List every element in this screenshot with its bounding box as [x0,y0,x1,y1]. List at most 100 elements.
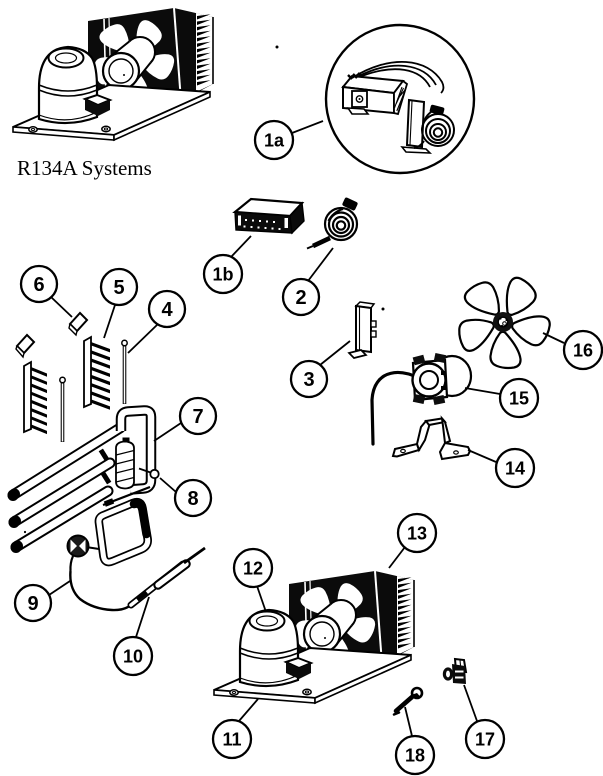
callout-11: 11 [211,698,259,760]
callout-leader-line [135,596,150,638]
diagram-title: R134A Systems [17,156,152,180]
callout-label: 9 [27,593,38,615]
callout-circle [211,718,253,760]
thermostat-bulb-art [66,534,132,612]
callout-leader-line [127,323,159,354]
callout-label: 3 [303,369,314,391]
callout-4: 4 [127,289,187,354]
condensing-unit-bottom-art [214,571,414,703]
callout-2: 2 [281,247,334,317]
fin-strip-art [23,335,110,435]
callout-5: 5 [99,267,139,339]
heater-tube-art [127,546,206,609]
callout-label: 5 [113,277,124,299]
callout-label: 15 [509,389,529,409]
callout-leader-line [404,706,413,737]
callout-leader-line [238,698,259,722]
callout-label: 6 [33,274,44,296]
callout-leader-line [103,304,116,339]
callout-leader-line [388,546,406,569]
callout-label: 16 [573,341,593,361]
callout-12: 12 [232,547,274,613]
callout-circle [112,635,154,677]
callout-leader-line [291,120,324,134]
callout-18: 18 [394,706,436,776]
callout-label: 17 [475,730,495,750]
evaporator-art [7,405,206,612]
callout-leader-line [307,247,334,282]
callout-layer: 1a 1b 2 3 4 5 6 7 8 9 10 11 12 13 14 15 16 17 18 [13,119,603,776]
fan-blade-16-art [458,276,551,370]
capillary-coil-art [306,197,359,250]
callout-circle [498,377,540,419]
callout-circle [394,734,436,776]
callout-3: 3 [289,340,351,399]
callout-label: 2 [295,287,306,309]
control-box-art [232,197,305,235]
fan-motor-art [370,352,473,446]
compressor-art [37,45,113,125]
callout-circle [202,253,244,295]
callout-label: 1b [212,265,233,285]
callout-leader-line [159,477,177,493]
callout-15: 15 [464,377,540,419]
callout-leader-line [153,422,182,442]
callout-leader-line [230,235,252,258]
callout-leader-line [319,340,351,366]
callout-circle [99,267,139,307]
callout-circle [232,547,274,589]
callout-label: 1a [264,131,285,151]
callout-circle [253,119,295,161]
callout-label: 14 [505,459,525,479]
callout-1b: 1b [202,235,252,295]
callout-label: 12 [243,559,263,579]
callout-leader-line [463,684,478,722]
callout-circle [281,277,321,317]
callout-label: 18 [405,746,425,766]
callout-label: 8 [187,488,198,510]
callout-circle [464,718,506,760]
callout-10: 10 [112,596,154,677]
callout-label: 11 [222,730,241,750]
gasket-art [15,311,89,359]
print-specks [23,45,385,534]
motor-bracket-art [391,415,472,461]
callout-circle [173,478,213,518]
callout-leader-line [256,585,267,613]
callout-6: 6 [19,264,73,318]
callout-circle [289,359,329,399]
heater-rod-art [59,339,128,442]
callout-13: 13 [388,512,438,569]
relay-detail-circle-art [324,23,476,175]
callout-7: 7 [153,396,218,442]
condensing-unit-art [12,7,214,142]
callout-9: 9 [13,580,71,623]
callout-8: 8 [159,477,213,518]
callout-leader-line [467,449,497,463]
callout-circle [13,583,53,623]
callout-label: 10 [123,647,143,667]
callout-circle [494,447,536,489]
screw-art [392,686,424,716]
callout-circle [147,289,187,329]
callout-17: 17 [463,684,506,760]
fan-motor-hub-art [101,36,156,91]
callout-14: 14 [467,447,536,489]
callout-16: 16 [542,329,603,371]
callout-leader-line [50,296,73,318]
callout-label: 7 [192,406,203,428]
condenser-fins-art [196,13,214,92]
callout-circle [396,512,438,554]
callout-circle [19,264,59,304]
callout-leader-line [464,387,501,395]
overload-relay-art [442,657,468,684]
callout-leader-line [48,580,71,596]
callout-circle [562,329,603,371]
callout-1a: 1a [253,119,324,161]
callout-leader-line [542,332,565,344]
callout-label: 13 [407,524,427,544]
mounting-plate-art [347,301,377,359]
callout-label: 4 [161,299,173,321]
